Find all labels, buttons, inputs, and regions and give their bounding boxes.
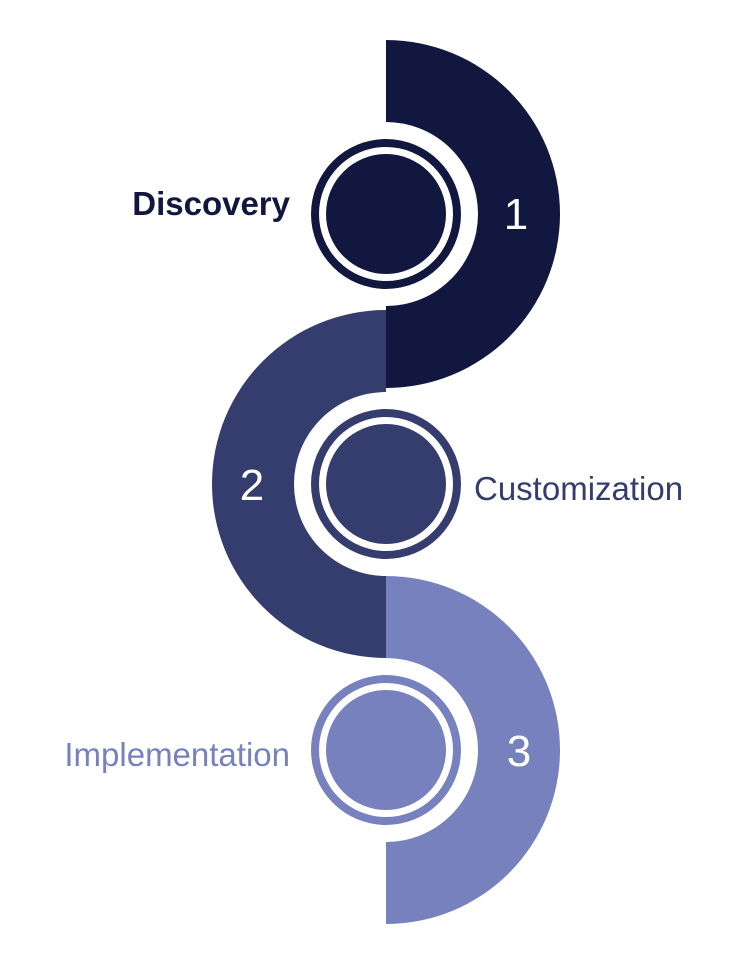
step-2-arc-band [212, 310, 386, 658]
step-3-label: Implementation [64, 736, 290, 773]
step-1-arc-band [386, 40, 560, 388]
step-3-group: 3 Implementation [64, 576, 560, 924]
step-1-number: 1 [504, 190, 528, 239]
step-1-label: Discovery [132, 185, 290, 222]
step-1-inner-circle [326, 154, 446, 274]
step-3-inner-circle [326, 690, 446, 810]
step-2-number: 2 [240, 461, 264, 510]
step-1-group: 1 Discovery [132, 40, 560, 388]
step-2-label: Customization [474, 470, 683, 507]
step-2-inner-circle [326, 424, 446, 544]
step-3-arc-band [386, 576, 560, 924]
step-3-number: 3 [507, 727, 531, 776]
step-2-group: 2 Customization [212, 310, 683, 658]
